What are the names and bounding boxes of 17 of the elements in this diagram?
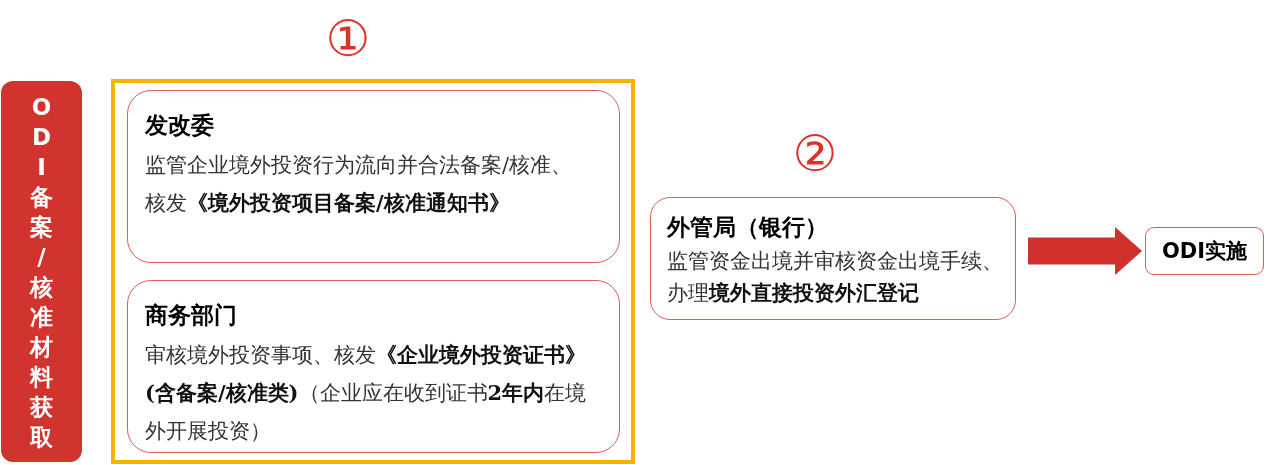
step-number: ① <box>325 14 371 64</box>
box-title: 商务部门 <box>145 301 237 329</box>
box-title: ODI实施 <box>1161 238 1248 265</box>
banner-text: ODI备案/核准材料获取 <box>30 92 53 452</box>
box-text: 监管资金出境并审核资金出境手续、办理境外直接投资外汇登记 <box>667 248 1004 307</box>
group-frame <box>111 79 635 464</box>
step-number: ② <box>792 129 838 179</box>
box-title: 发改委 <box>145 111 214 139</box>
box-text: 审核境外投资事项、核发《企业境外投资证书》(含备案/核准类)（企业应在收到证书2年内在境外开展投资） <box>145 341 587 445</box>
result-box <box>1145 227 1264 275</box>
rounded-box <box>127 90 620 263</box>
side-banner <box>1 81 82 462</box>
box-title: 外管局（银行） <box>667 213 828 241</box>
rounded-box <box>650 197 1016 320</box>
rounded-box <box>127 280 620 453</box>
block-arrow <box>1028 227 1142 275</box>
box-text: 监管企业境外投资行为流向并合法备案/核准、核发《境外投资项目备案/核准通知书》 <box>145 152 574 217</box>
